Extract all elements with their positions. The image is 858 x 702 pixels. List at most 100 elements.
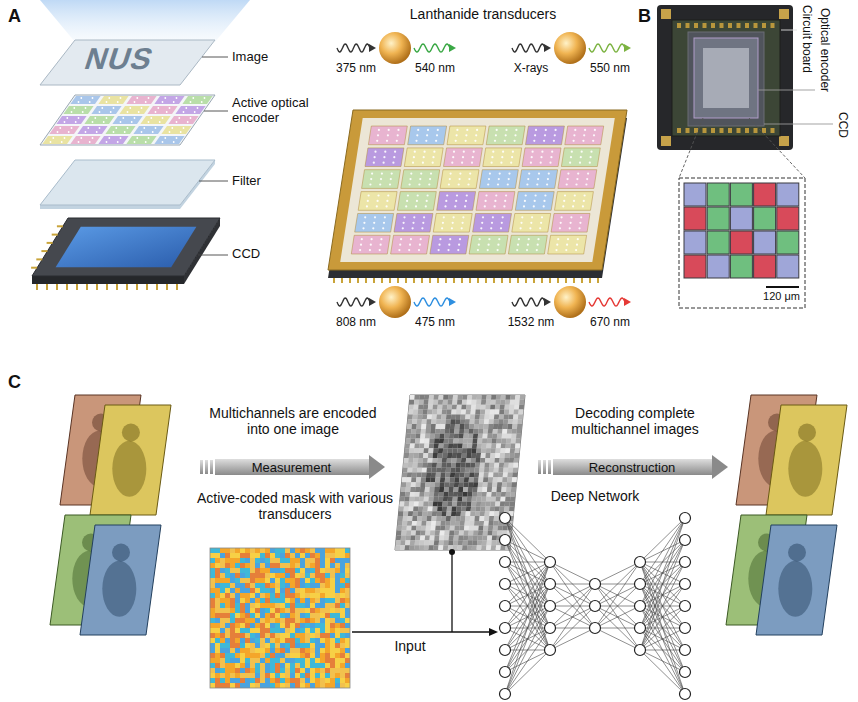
art-shape xyxy=(220,653,225,658)
art-shape xyxy=(260,583,265,588)
art-shape xyxy=(383,156,385,158)
art-shape xyxy=(788,544,806,562)
art-shape xyxy=(395,395,525,550)
art-shape xyxy=(486,492,491,497)
art-shape xyxy=(426,526,431,531)
art-shape xyxy=(493,278,495,283)
art-shape xyxy=(519,400,524,405)
art-shape xyxy=(593,134,595,136)
art-shape xyxy=(357,278,359,283)
art-shape xyxy=(310,563,315,568)
art-shape xyxy=(737,128,741,133)
art-shape xyxy=(456,194,458,196)
art-shape xyxy=(106,117,108,119)
art-shape xyxy=(265,623,270,628)
art-shape xyxy=(370,244,372,246)
art-shape xyxy=(439,482,444,487)
art-shape xyxy=(508,173,510,175)
art-shape xyxy=(255,568,260,573)
art-shape xyxy=(235,578,240,583)
art-shape xyxy=(517,424,522,429)
art-shape xyxy=(270,678,275,683)
art-shape xyxy=(270,673,275,678)
art-shape xyxy=(371,173,373,175)
art-shape xyxy=(405,497,410,502)
art-shape xyxy=(771,23,775,28)
art-shape xyxy=(265,593,270,598)
art-shape xyxy=(449,429,454,434)
art-shape xyxy=(412,521,417,526)
art-shape xyxy=(245,678,250,683)
art-shape xyxy=(98,96,128,104)
art-shape xyxy=(429,178,431,180)
art-shape xyxy=(509,453,514,458)
art-shape xyxy=(562,205,564,207)
art-shape xyxy=(365,278,367,283)
art-shape xyxy=(470,468,475,473)
art-shape xyxy=(260,563,265,568)
art-shape xyxy=(438,497,443,502)
art-shape xyxy=(275,678,280,683)
art-shape xyxy=(300,683,305,688)
art-shape xyxy=(414,497,419,502)
art-shape xyxy=(473,536,478,541)
art-shape xyxy=(479,170,518,189)
art-shape xyxy=(565,278,567,283)
art-shape xyxy=(220,663,225,668)
art-shape xyxy=(494,200,496,202)
art-shape xyxy=(131,121,133,123)
art-shape xyxy=(235,548,240,553)
art-shape xyxy=(255,598,260,603)
art-shape xyxy=(512,473,517,478)
art-shape xyxy=(235,603,240,608)
art-shape xyxy=(305,638,310,643)
art-shape xyxy=(124,131,126,133)
art-shape xyxy=(493,477,498,482)
art-shape xyxy=(103,121,105,123)
art-shape xyxy=(445,477,450,482)
art-shape xyxy=(215,623,220,628)
art-shape xyxy=(527,244,529,246)
art-shape xyxy=(684,255,706,278)
art-shape xyxy=(491,497,496,502)
art-shape xyxy=(444,482,449,487)
art-shape xyxy=(173,101,175,103)
art-shape xyxy=(220,593,225,598)
art-shape xyxy=(430,429,435,434)
art-shape xyxy=(215,628,220,633)
art-shape xyxy=(280,603,285,608)
art-shape xyxy=(511,156,513,158)
art-shape xyxy=(529,227,531,229)
art-shape xyxy=(464,205,466,207)
art-shape xyxy=(456,463,461,468)
art-shape xyxy=(384,216,386,218)
art-shape xyxy=(511,482,516,487)
art-shape xyxy=(451,463,456,468)
art-shape xyxy=(493,473,498,478)
art-shape xyxy=(402,526,407,531)
art-shape xyxy=(421,424,426,429)
art-shape xyxy=(270,558,275,563)
art-shape xyxy=(504,200,506,202)
art-shape xyxy=(449,298,456,306)
art-shape xyxy=(275,683,280,688)
art-shape xyxy=(106,284,108,290)
art-shape xyxy=(491,395,496,400)
art-shape xyxy=(215,578,220,583)
art-shape xyxy=(519,170,558,189)
art-shape xyxy=(389,183,391,185)
art-shape xyxy=(245,553,250,558)
art-shape xyxy=(260,653,265,658)
art-shape xyxy=(215,548,220,553)
art-shape xyxy=(499,414,504,419)
art-shape xyxy=(250,658,255,663)
art-shape xyxy=(412,419,417,424)
art-shape xyxy=(489,511,494,516)
art-shape xyxy=(531,216,533,218)
art-shape xyxy=(473,151,475,153)
art-shape xyxy=(409,502,414,507)
art-shape xyxy=(255,593,260,598)
art-shape xyxy=(510,448,515,453)
art-shape xyxy=(694,38,758,118)
art-shape xyxy=(684,207,706,230)
